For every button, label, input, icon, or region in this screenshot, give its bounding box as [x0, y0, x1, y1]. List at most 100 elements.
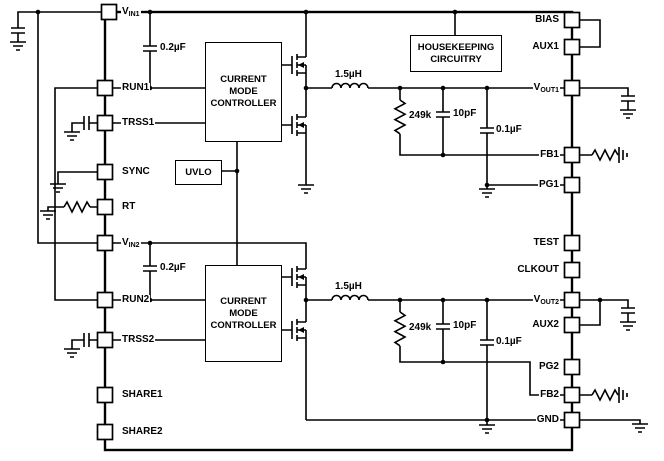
block-label-line: HOUSEKEEPING	[417, 41, 495, 53]
housekeeping-circuitry-block: HOUSEKEEPING CIRCUITRY	[410, 35, 502, 72]
pin-box-run1	[96, 79, 114, 97]
resistor-icon	[393, 99, 407, 135]
pin-box-aux2	[563, 316, 581, 334]
pin-label-run1: RUN1	[121, 82, 151, 93]
pin-label-base: V	[533, 294, 541, 305]
pin-box-fb1	[563, 146, 581, 164]
pin-label-pg2: PG2	[537, 361, 560, 372]
pin-box-clkout	[563, 261, 581, 279]
value-label-fb-resistor-2: 249k	[408, 322, 433, 333]
ground-icon	[479, 424, 495, 434]
resistor-icon	[591, 388, 619, 402]
pin-label-trss1: TRSS1	[121, 117, 156, 128]
pin-label-base: FB2	[540, 389, 559, 400]
ground-icon	[298, 184, 314, 194]
pin-label-base: TRSS1	[122, 117, 155, 128]
capacitor-icon	[621, 307, 635, 314]
pin-label-base: PG1	[538, 179, 559, 190]
inductor-icon	[331, 82, 369, 89]
block-label-line: CONTROLLER	[210, 98, 277, 109]
ground-icon	[632, 423, 648, 433]
pin-label-share1: SHARE1	[121, 390, 164, 400]
ground-icon	[620, 321, 636, 331]
value-label-out-cap-2: 0.1µF	[495, 336, 523, 347]
pin-label-sync: SYNC	[121, 167, 151, 177]
value-label-out-cap-1: 0.1µF	[495, 124, 523, 135]
pin-label-base: SYNC	[122, 166, 150, 177]
pin-label-base: BIAS	[535, 14, 559, 25]
pin-box-pg1	[563, 176, 581, 194]
capacitor-icon	[436, 111, 450, 118]
ground-icon	[50, 183, 66, 193]
pin-box-gnd	[563, 411, 581, 429]
capacitor-icon	[83, 116, 90, 130]
value-label-inductor-2: 1.5µH	[334, 281, 363, 292]
nmos-icon	[291, 54, 307, 76]
value-label-ff-cap-1: 10pF	[452, 108, 478, 119]
pin-label-fb2: FB2	[539, 390, 560, 400]
pin-label-vin1: VIN1	[121, 7, 141, 20]
pin-box-run2	[96, 291, 114, 309]
pin-label-base: PG2	[538, 361, 559, 372]
pin-box-sync	[96, 163, 114, 181]
pin-box-test	[563, 234, 581, 252]
pin-label-base: SHARE1	[122, 389, 163, 400]
resistor-icon	[63, 200, 91, 214]
uvlo-block: UVLO	[175, 160, 222, 185]
ground-icon	[64, 131, 80, 141]
pin-label-base: AUX2	[532, 319, 559, 330]
pin-box-vin1	[100, 3, 118, 21]
ground-icon	[479, 188, 495, 198]
pin-label-sub: OUT2	[540, 299, 559, 306]
pin-boxes	[96, 3, 581, 441]
block-label-line: CONTROLLER	[210, 319, 277, 331]
pin-label-base: SHARE2	[122, 426, 163, 437]
resistor-icon	[591, 148, 619, 162]
value-label-bypass-cap-2: 0.2µF	[159, 262, 187, 273]
pin-label-base: AUX1	[532, 41, 559, 52]
value-label-bypass-cap-1: 0.2µF	[159, 42, 187, 53]
pin-label-base: RT	[122, 201, 136, 212]
pin-label-pg1: PG1	[537, 179, 560, 190]
pin-label-share2: SHARE2	[121, 427, 164, 437]
pin-label-base: CLKOUT	[517, 264, 559, 275]
pin-box-rt	[96, 198, 114, 216]
ground-icon	[10, 41, 26, 51]
pin-label-sub: IN2	[128, 242, 140, 249]
pin-label-clkout: CLKOUT	[516, 265, 560, 275]
pin-label-test: TEST	[532, 238, 560, 248]
capacitor-icon	[436, 323, 450, 330]
pin-label-vout1: VOUT1	[532, 82, 560, 96]
ic-outline	[103, 10, 574, 452]
junction-dots	[35, 9, 603, 423]
pin-label-base: V	[122, 6, 129, 17]
pin-label-run2: RUN2	[121, 295, 151, 305]
pin-box-pg2	[563, 358, 581, 376]
pin-label-vout2: VOUT2	[532, 294, 560, 308]
pin-label-base: FB1	[540, 149, 559, 160]
pin-label-base: GND	[536, 414, 559, 425]
block-label-line: MODE	[229, 307, 258, 319]
ground-icon	[64, 348, 80, 358]
pin-label-trss2: TRSS2	[121, 334, 156, 345]
pin-box-share2	[96, 423, 114, 441]
pin-label-rt: RT	[121, 201, 137, 212]
current-mode-controller-2-block: CURRENT MODE CONTROLLER	[205, 265, 282, 362]
resistor-icon	[393, 311, 407, 347]
pin-label-base: TRSS2	[122, 334, 155, 345]
wires-external	[17, 11, 641, 424]
pin-label-sub: IN1	[128, 11, 140, 18]
pin-label-base: V	[122, 237, 129, 248]
current-mode-controller-1-block: CURRENT MODE CONTROLLER	[205, 42, 282, 142]
ground-icon	[40, 210, 56, 220]
pin-label-base: V	[533, 82, 541, 93]
pin-label-base: TEST	[533, 237, 559, 248]
inductor-icon	[331, 294, 369, 301]
block-label-line: CURRENT	[220, 295, 267, 307]
pin-label-base: RUN1	[122, 82, 150, 93]
pin-label-fb1: FB1	[539, 150, 560, 160]
capacitor-icon	[480, 127, 494, 134]
capacitor-icon	[621, 95, 635, 102]
wires-internal	[113, 12, 564, 425]
